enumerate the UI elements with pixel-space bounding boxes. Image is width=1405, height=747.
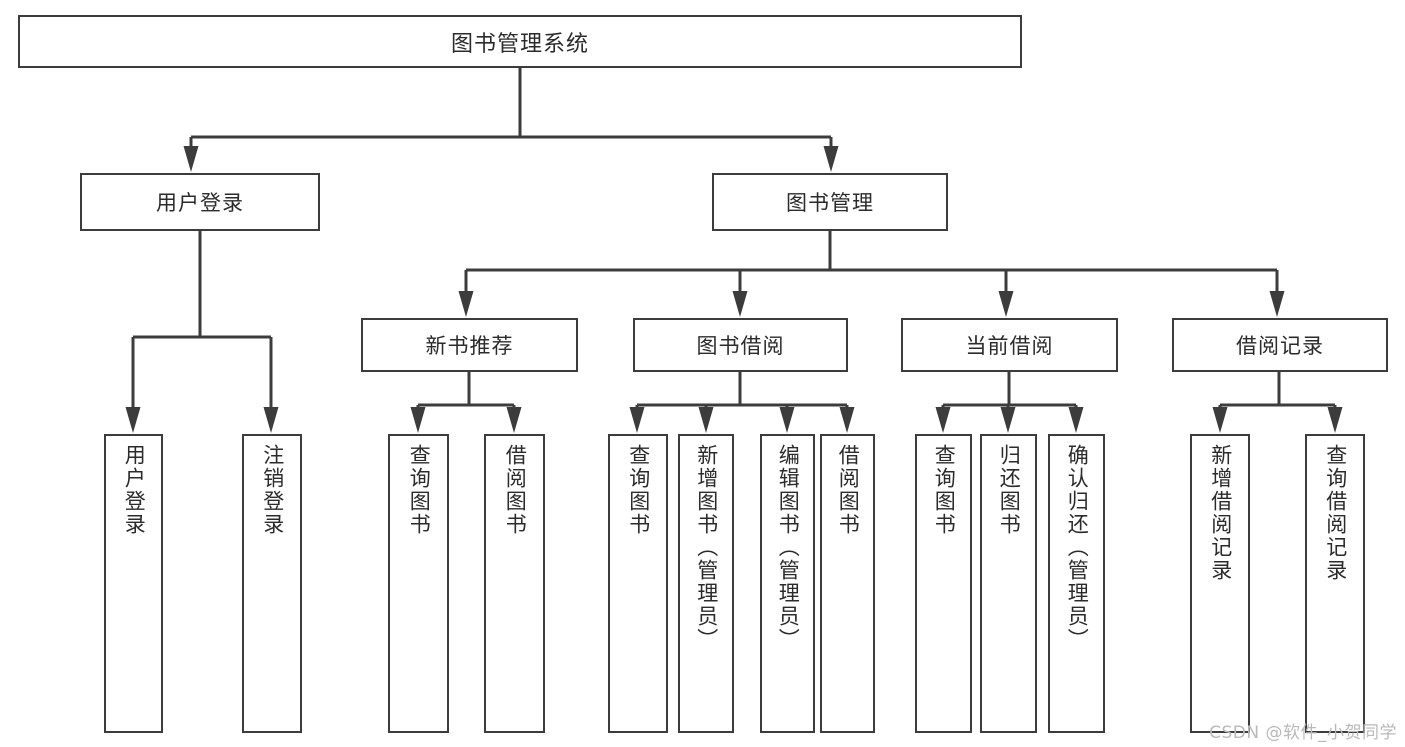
- node-label: 新增借阅记录: [1208, 444, 1233, 582]
- node-label: 用户登录: [156, 191, 244, 215]
- node-label: 归还图书: [997, 444, 1022, 536]
- arrow-to-borrow-record-head: [1269, 291, 1285, 317]
- arrow-to-book-borrow-head: [732, 291, 748, 317]
- arrow-to-leaf-user-logout-head: [263, 407, 279, 433]
- node-label: 确认归还（管理员）: [1065, 444, 1090, 651]
- node-label: 借阅图书: [503, 444, 528, 536]
- node-borrow-record[interactable]: 借阅记录: [1172, 318, 1388, 372]
- node-label: 图书管理: [786, 191, 874, 215]
- arrow-to-leaf-user-login-head: [125, 407, 141, 433]
- csdn-watermark: CSDN @软件_小贺同学: [1209, 723, 1397, 743]
- arrow-to-leaf-query-record-head: [1327, 407, 1343, 433]
- arrow-to-leaf-return-book-head: [1000, 407, 1016, 433]
- arrow-to-leaf-query-book-2-head: [629, 407, 645, 433]
- node-leaf-query-book-3[interactable]: 查询图书: [915, 434, 972, 733]
- node-leaf-return-book[interactable]: 归还图书: [980, 434, 1037, 733]
- node-label: 查询图书: [626, 444, 651, 536]
- node-label: 新增图书（管理员）: [694, 444, 719, 651]
- arrow-to-leaf-add-book-head: [698, 407, 714, 433]
- node-label: 注销登录: [260, 444, 285, 536]
- node-leaf-confirm-return[interactable]: 确认归还（管理员）: [1048, 434, 1105, 733]
- arrow-to-new-book-rec-head: [458, 291, 474, 317]
- node-current-borrow[interactable]: 当前借阅: [901, 318, 1118, 372]
- node-book-borrow[interactable]: 图书借阅: [633, 318, 848, 372]
- node-leaf-user-logout[interactable]: 注销登录: [242, 434, 302, 733]
- arrow-to-leaf-edit-book-head: [779, 407, 795, 433]
- node-label: 当前借阅: [965, 334, 1054, 358]
- arrow-to-leaf-query-book-1-head: [410, 407, 426, 433]
- node-label: 图书借阅: [696, 334, 785, 358]
- arrow-to-user-login-head: [183, 146, 199, 172]
- node-label: 借阅记录: [1236, 334, 1324, 358]
- node-leaf-borrow-book-2[interactable]: 借阅图书: [820, 434, 875, 733]
- node-label: 新书推荐: [425, 334, 514, 358]
- node-leaf-borrow-book-1[interactable]: 借阅图书: [484, 434, 545, 733]
- node-book-manage[interactable]: 图书管理: [712, 173, 948, 231]
- node-leaf-add-book[interactable]: 新增图书（管理员）: [678, 434, 734, 733]
- node-user-login[interactable]: 用户登录: [80, 173, 320, 231]
- node-leaf-query-book-2[interactable]: 查询图书: [608, 434, 668, 733]
- arrow-to-leaf-add-record-head: [1212, 407, 1228, 433]
- node-new-book-rec[interactable]: 新书推荐: [361, 318, 578, 372]
- node-leaf-add-record[interactable]: 新增借阅记录: [1190, 434, 1250, 733]
- node-leaf-edit-book[interactable]: 编辑图书（管理员）: [760, 434, 815, 733]
- node-leaf-user-login[interactable]: 用户登录: [104, 434, 163, 733]
- node-leaf-query-record[interactable]: 查询借阅记录: [1305, 434, 1365, 733]
- node-label: 借阅图书: [836, 444, 861, 536]
- arrow-to-leaf-query-book-3-head: [935, 407, 951, 433]
- node-label: 查询借阅记录: [1323, 444, 1348, 582]
- node-label: 用户登录: [122, 444, 147, 536]
- node-label: 查询图书: [407, 444, 432, 536]
- node-label: 查询图书: [932, 444, 957, 536]
- arrow-to-leaf-borrow-book-2-head: [839, 407, 855, 433]
- arrow-to-book-manage-head: [823, 146, 839, 172]
- arrow-to-leaf-confirm-return-head: [1068, 407, 1084, 433]
- node-root[interactable]: 图书管理系统: [18, 15, 1022, 68]
- arrow-to-leaf-borrow-book-1-head: [506, 407, 522, 433]
- node-label: 图书管理系统: [450, 31, 589, 57]
- node-label: 编辑图书（管理员）: [776, 444, 801, 651]
- arrow-to-current-borrow-head: [998, 291, 1014, 317]
- node-leaf-query-book-1[interactable]: 查询图书: [388, 434, 449, 733]
